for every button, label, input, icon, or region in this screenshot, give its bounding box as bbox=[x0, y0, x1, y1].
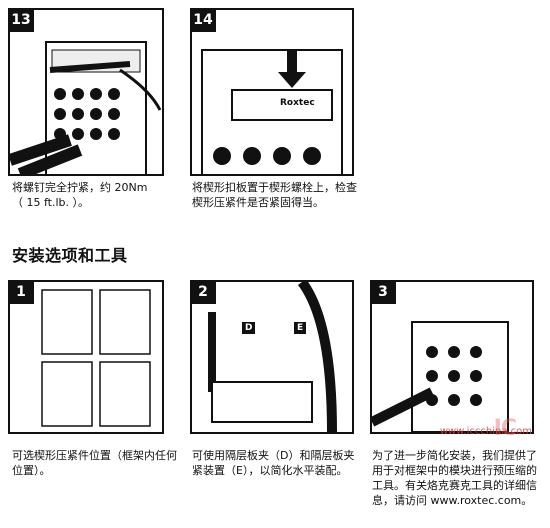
wedge-plate-drawing bbox=[201, 49, 343, 174]
stayplate-clamp-drawing bbox=[208, 282, 337, 432]
option-3-illustration: 3 bbox=[370, 280, 534, 434]
roxtec-plate-label: Roxtec bbox=[280, 98, 315, 108]
frame-wrench-drawing bbox=[10, 41, 162, 174]
step-13-caption: 将螺钉完全拧紧，约 20Nm （ 15 ft.lb. ）。 bbox=[12, 181, 148, 209]
clamp-e-tag: E bbox=[294, 322, 307, 334]
option-1-caption: 可选楔形压紧件位置（框架内任何 位置）。 bbox=[12, 449, 177, 477]
watermark-text: www.iccchina.com bbox=[439, 426, 532, 437]
step-13-illustration: 13 bbox=[8, 8, 164, 176]
watermark-logo: IC bbox=[493, 416, 517, 441]
step-number: 14 bbox=[192, 10, 216, 32]
watermark: IC www.iccchina.com bbox=[439, 416, 532, 441]
option-2-illustration: 2 D E bbox=[190, 280, 354, 434]
option-number: 3 bbox=[372, 282, 396, 304]
option-1-illustration: 1 bbox=[8, 280, 164, 434]
option-number: 1 bbox=[10, 282, 34, 304]
step-14-caption: 将楔形扣板置于楔形螺栓上，检查 楔形压紧件是否紧固得当。 bbox=[192, 181, 357, 209]
clamp-d-tag: D bbox=[242, 322, 256, 334]
option-2-caption: 可使用隔层板夹（D）和隔层板夹 紧装置（E），以简化水平装配。 bbox=[192, 449, 355, 477]
option-number: 2 bbox=[192, 282, 216, 304]
option-3-caption: 为了进一步简化安装，我们提供了 用于对框架中的模块进行预压缩的 工具。有关烙克赛… bbox=[372, 449, 537, 507]
precompression-tool-drawing bbox=[372, 321, 509, 432]
step-14-illustration: 14 Roxtec bbox=[190, 8, 354, 176]
section-title: 安装选项和工具 bbox=[12, 246, 128, 265]
step-number: 13 bbox=[10, 10, 34, 32]
frame-positions-drawing bbox=[41, 289, 151, 427]
